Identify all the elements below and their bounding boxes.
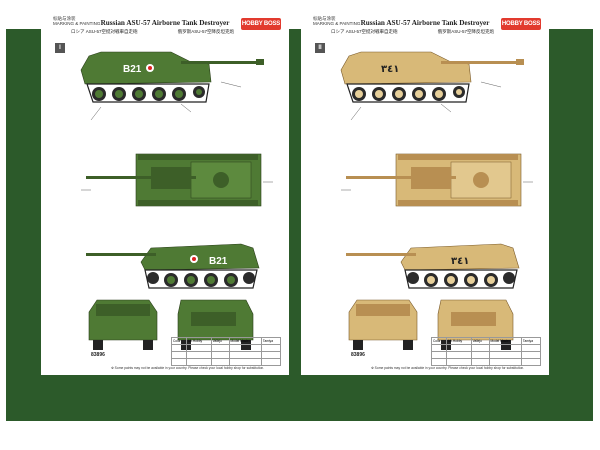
tag-cn: 标贴与涂装 — [313, 16, 336, 21]
model-code: 83896 — [91, 352, 105, 358]
table-cell — [446, 358, 472, 366]
table-cell — [210, 351, 230, 359]
page-title: Russian ASU-57 Airborne Tank Destroyer — [100, 19, 230, 27]
rear-view — [437, 299, 514, 350]
table-cell — [488, 358, 522, 366]
side-view-top: B21 — [80, 51, 264, 103]
vehicle-number-bottom: ٣٤١ — [451, 256, 469, 267]
instruction-page-sand: 标贴与涂装 MARKING & PAINTING HOBBY BOSS Russ… — [301, 12, 549, 375]
table-cell — [228, 358, 262, 366]
table-cell — [430, 344, 448, 352]
scheme-badge: I — [55, 43, 65, 53]
table-cell — [430, 351, 448, 359]
tag-en: MARKING & PAINTING — [313, 21, 361, 26]
table-cell — [470, 358, 490, 366]
table-cell — [260, 344, 282, 352]
table-cell — [520, 358, 542, 366]
table-cell — [186, 358, 212, 366]
vehicle-number-bottom: B21 — [209, 256, 228, 267]
table-cell — [210, 344, 230, 352]
hobby-boss-logo: HOBBY BOSS — [501, 18, 541, 30]
sand-vehicle-drawings: ٣٤١ ٣٤١ — [340, 51, 533, 350]
top-view — [86, 153, 262, 207]
table-cell — [470, 344, 490, 352]
table-cell — [170, 344, 188, 352]
instruction-page-green: 标贴与涂装 MARKING & PAINTING HOBBY BOSS Russ… — [41, 12, 289, 375]
table-cell — [228, 351, 262, 359]
table-header: Mr.Hobby — [446, 337, 472, 345]
table-cell — [170, 358, 188, 366]
table-cell — [186, 344, 212, 352]
table-cell — [520, 344, 542, 352]
tag-en: MARKING & PAINTING — [53, 21, 101, 26]
table-cell — [430, 358, 448, 366]
front-view — [88, 299, 158, 350]
table-header: Vallejo — [470, 337, 490, 345]
table-cell — [470, 351, 490, 359]
side-view-top: ٣٤١ — [340, 51, 524, 103]
side-view-bottom: B21 — [86, 243, 260, 289]
table-cell — [170, 351, 188, 359]
table-cell — [260, 351, 282, 359]
table-cell — [446, 351, 472, 359]
section-tag: 标贴与涂装 MARKING & PAINTING — [53, 16, 100, 26]
table-cell — [210, 358, 230, 366]
hobby-boss-logo: HOBBY BOSS — [241, 18, 281, 30]
table-cell — [520, 351, 542, 359]
front-view — [348, 299, 418, 350]
table-cell — [488, 351, 522, 359]
table-cell — [488, 344, 522, 352]
table-cell — [228, 344, 262, 352]
vehicle-number-top: ٣٤١ — [381, 64, 399, 75]
paint-note: ※ Some paints may not be available in yo… — [371, 366, 525, 370]
table-header: Mr.Hobby — [186, 337, 212, 345]
table-header: Tamiya — [260, 337, 282, 345]
tag-cn: 标贴与涂装 — [53, 16, 76, 21]
table-cell — [260, 358, 282, 366]
vehicle-number-top: B21 — [123, 64, 142, 75]
table-cell — [186, 351, 212, 359]
side-view-bottom: ٣٤١ — [346, 243, 520, 289]
page-title: Russian ASU-57 Airborne Tank Destroyer — [360, 19, 490, 27]
section-tag: 标贴与涂装 MARKING & PAINTING — [313, 16, 360, 26]
green-vehicle-drawings: B21 B21 — [80, 51, 273, 350]
table-header: Tamiya — [520, 337, 542, 345]
model-code: 83896 — [351, 352, 365, 358]
subtitle-jp: ロシア ASU-57空挺対戦車自走砲 — [71, 29, 138, 34]
paint-note: ※ Some paints may not be available in yo… — [111, 366, 265, 370]
subtitle-cn: 俄罗斯ASU-57空降反坦克炮 — [177, 29, 234, 34]
table-cell — [446, 344, 472, 352]
table-header: Color — [170, 337, 188, 345]
table-header: Color — [430, 337, 448, 345]
top-view — [346, 153, 522, 207]
subtitle-jp: ロシア ASU-57空挺対戦車自走砲 — [331, 29, 398, 34]
table-header: Vallejo — [210, 337, 230, 345]
scheme-badge: II — [315, 43, 325, 53]
subtitle-cn: 俄罗斯ASU-57空降反坦克炮 — [437, 29, 494, 34]
table-header: Model Master — [228, 337, 262, 345]
table-header: Model Master — [488, 337, 522, 345]
